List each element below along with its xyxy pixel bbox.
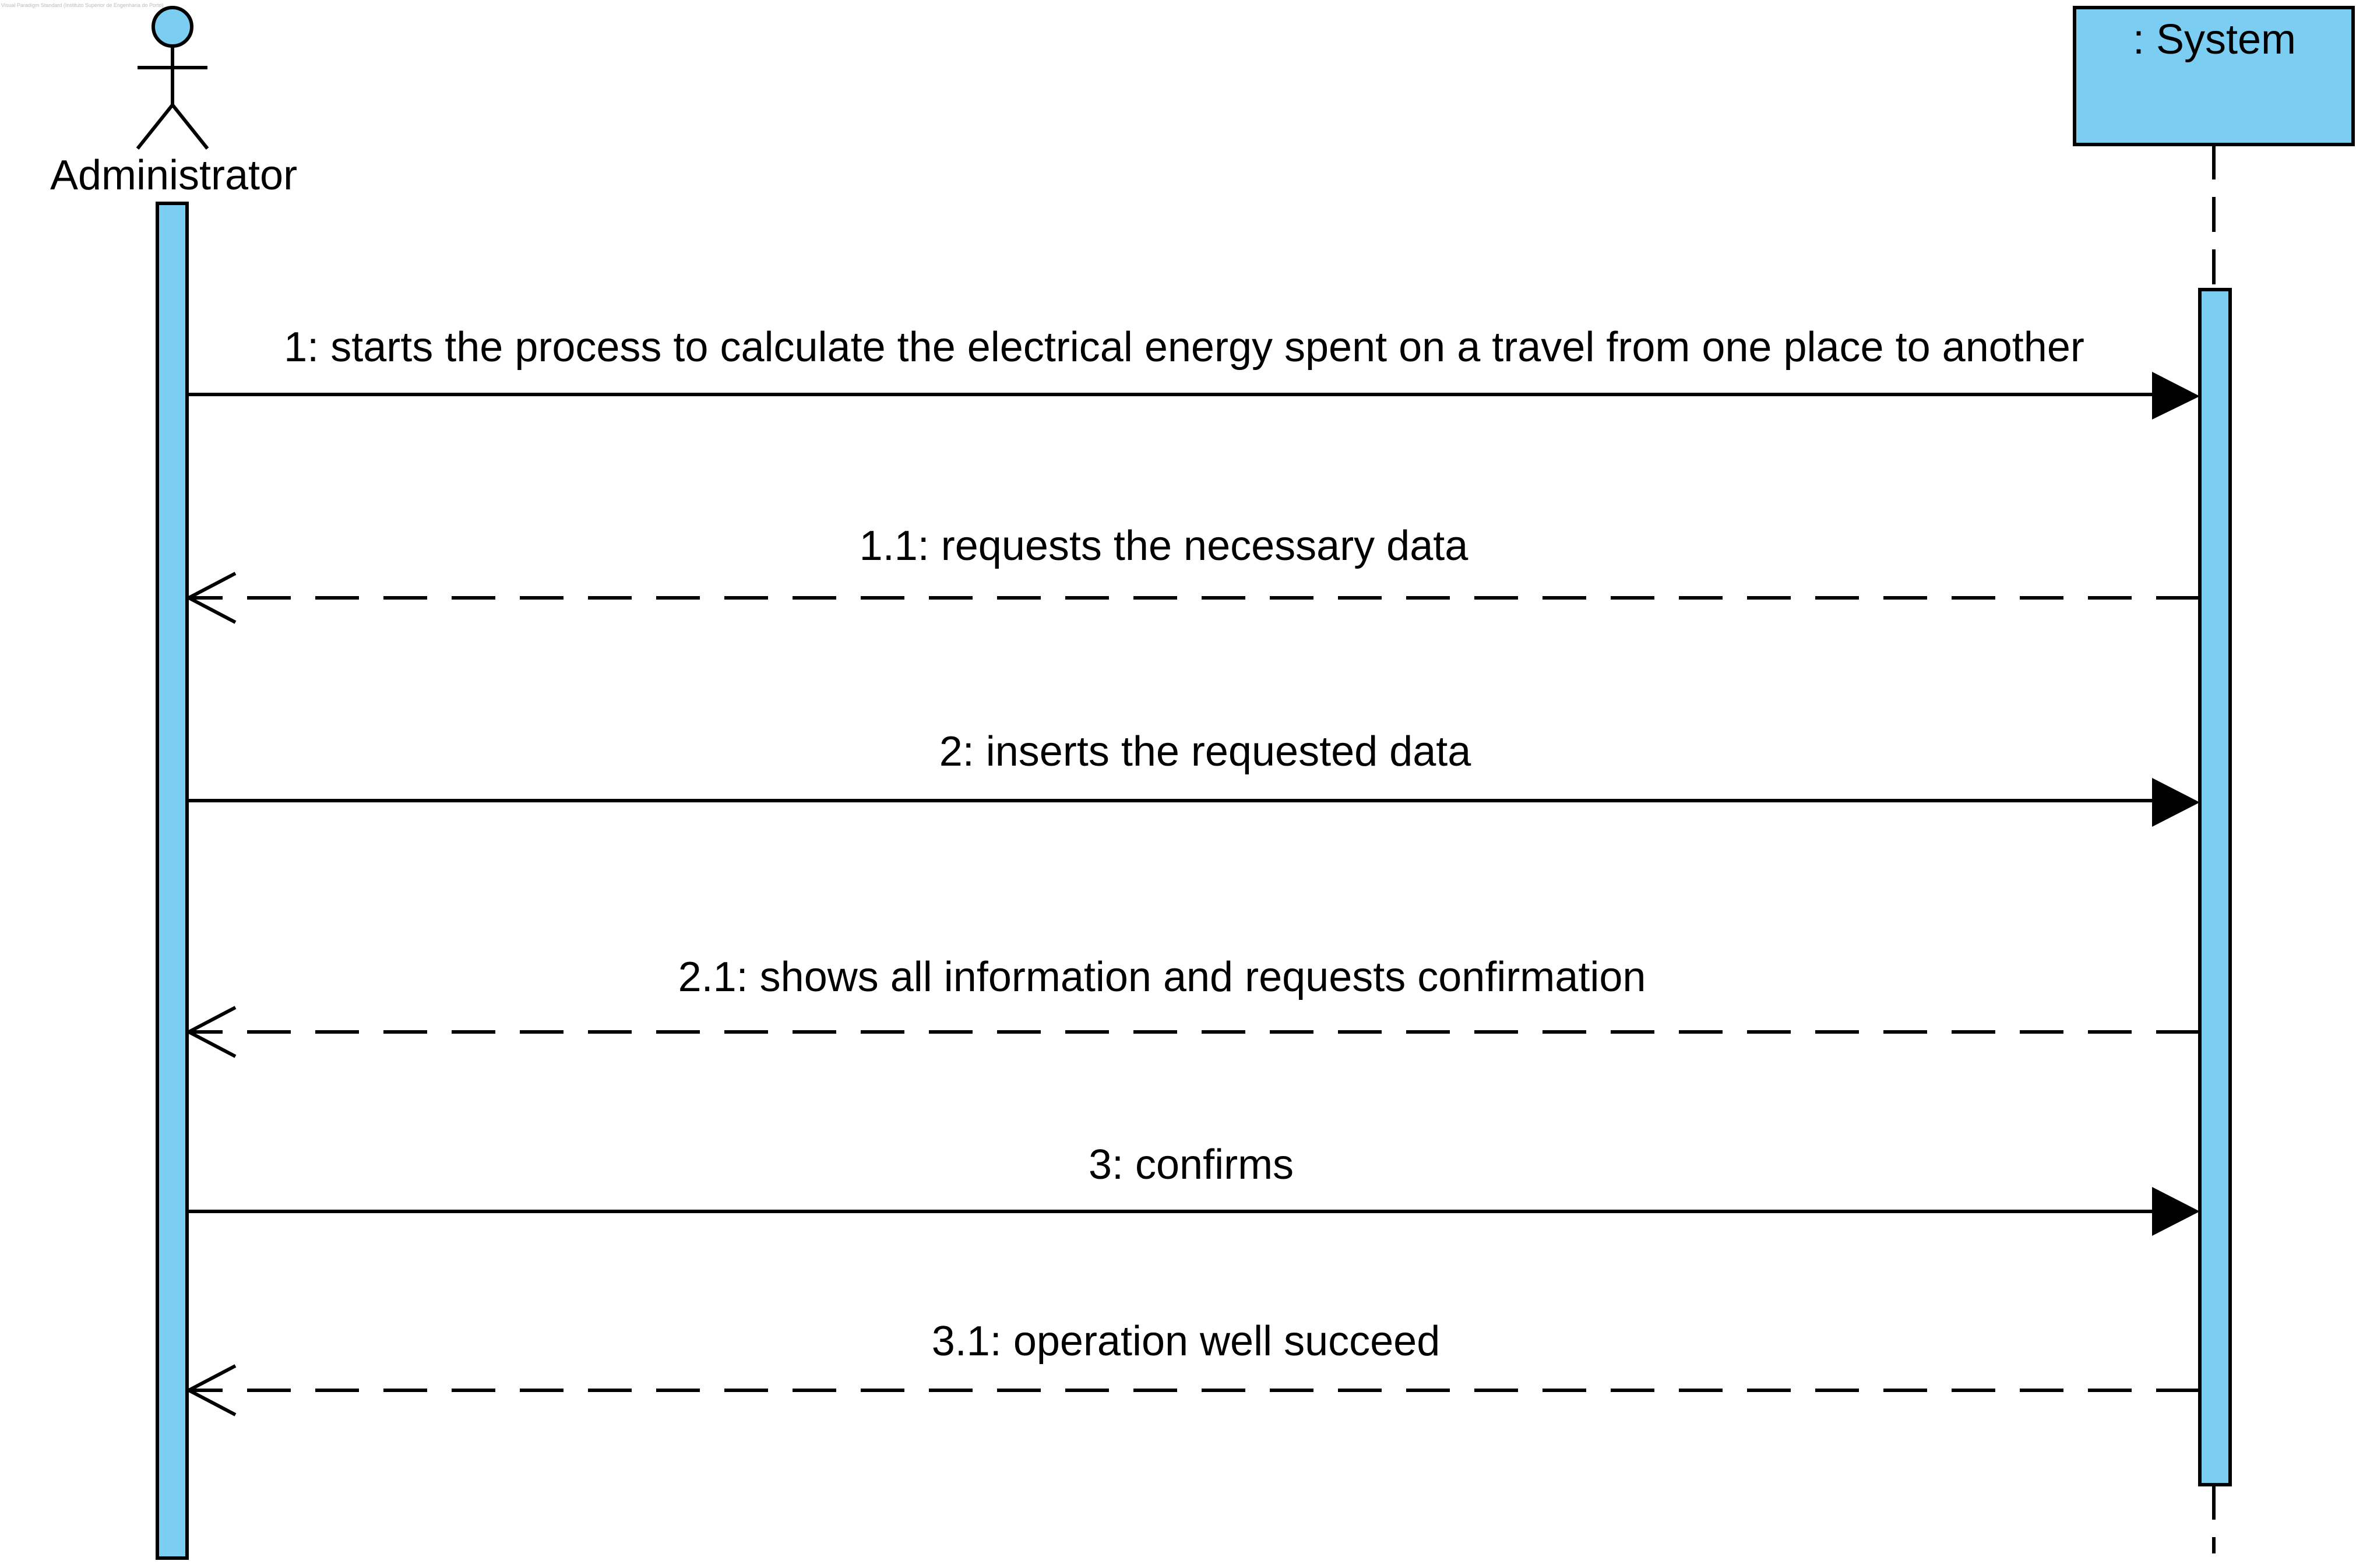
activation-bar-system <box>2198 288 2232 1486</box>
message-3[interactable]: 3: confirms <box>187 1141 2200 1236</box>
actor-administrator[interactable]: Administrator <box>50 6 297 199</box>
messages-group: 1: starts the process to calculate the e… <box>185 324 2200 1417</box>
message-1-label: 1: starts the process to calculate the e… <box>284 324 2084 371</box>
actor-right-leg <box>171 104 209 150</box>
message-3-label: 3: confirms <box>1089 1141 1294 1188</box>
filled-arrowhead-icon <box>2152 778 2200 827</box>
open-arrowhead-icon <box>185 572 237 624</box>
actor-left-leg <box>136 104 174 150</box>
object-label: : System <box>2133 16 2296 63</box>
activation-bar-administrator <box>156 202 189 1560</box>
message-2[interactable]: 2: inserts the requested data <box>187 728 2200 827</box>
message-2-label: 2: inserts the requested data <box>939 728 1472 775</box>
open-arrowhead-icon <box>185 1364 237 1417</box>
open-arrowhead-icon <box>185 1006 237 1058</box>
message-3-1-label: 3.1: operation well succeed <box>932 1318 1441 1365</box>
message-3-1[interactable]: 3.1: operation well succeed <box>185 1318 2200 1417</box>
filled-arrowhead-icon <box>2152 1187 2200 1236</box>
message-1-1-label: 1.1: requests the necessary data <box>860 523 1469 569</box>
message-1[interactable]: 1: starts the process to calculate the e… <box>187 324 2200 420</box>
filled-arrowhead-icon <box>2152 372 2200 420</box>
message-2-1-label: 2.1: shows all information and requests … <box>678 954 1646 1000</box>
watermark-text: Visual Paradigm Standard (Instituto Supe… <box>1 2 164 8</box>
actor-head <box>152 6 193 48</box>
object-box <box>2073 6 2355 146</box>
message-2-1[interactable]: 2.1: shows all information and requests … <box>185 954 2200 1058</box>
stick-figure-icon <box>136 6 209 150</box>
actor-label: Administrator <box>50 152 297 199</box>
message-1-1[interactable]: 1.1: requests the necessary data <box>185 523 2200 624</box>
object-system[interactable]: : System <box>2073 6 2355 146</box>
